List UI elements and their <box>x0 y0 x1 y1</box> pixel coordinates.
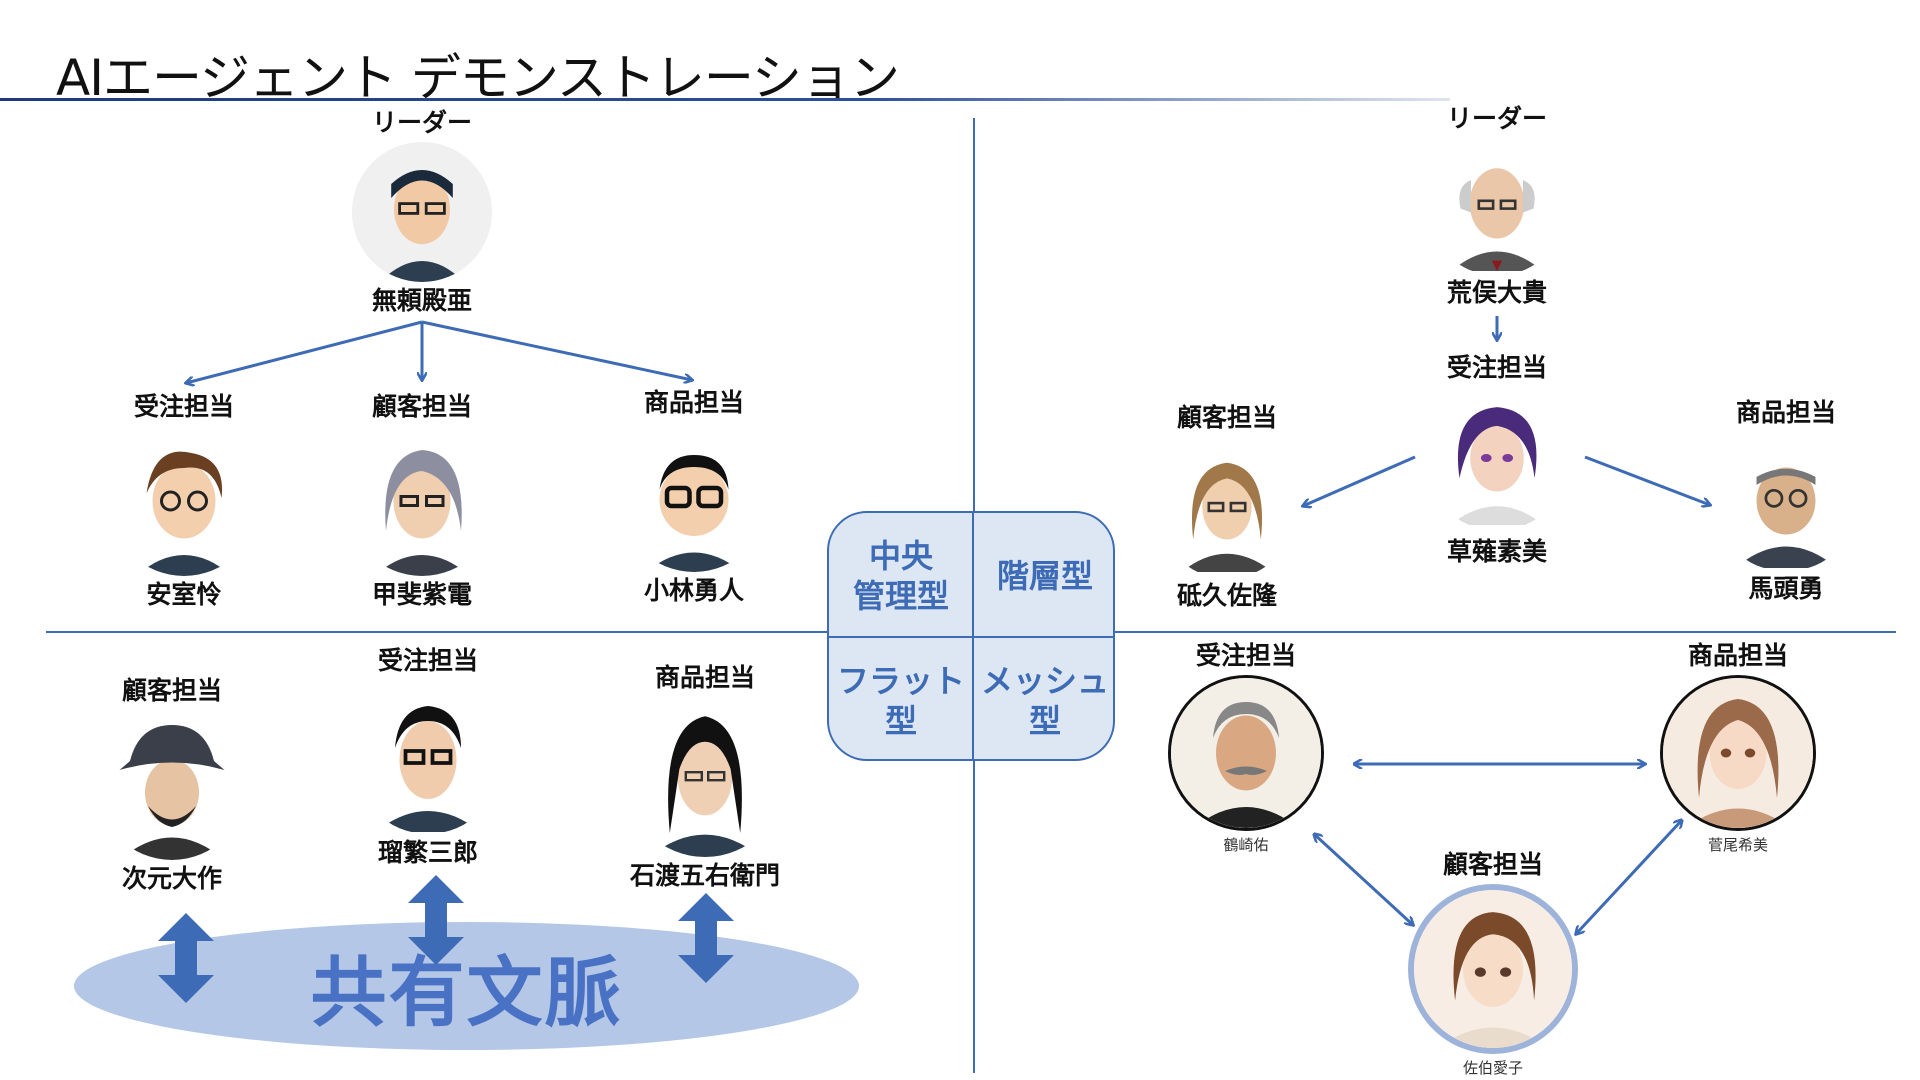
role-label: 商品担当 <box>654 663 755 692</box>
agent-name: 草薙素美 <box>1446 537 1547 566</box>
mesh-member-order: 受注担当 鶴崎佑 <box>1126 641 1366 855</box>
agent-name: 馬頭勇 <box>1748 574 1824 603</box>
avatar-flat-customer <box>97 710 247 860</box>
quad-flat: フラット 型 <box>836 661 965 740</box>
avatar-flat-product <box>625 697 785 857</box>
agent-name: 荒俣大貴 <box>1446 278 1547 307</box>
architecture-quadrant-label: 中央 管理型 階層型 フラット 型 メッシュ 型 <box>827 511 1115 761</box>
quad-divider-horizontal <box>829 636 1113 638</box>
flat-member-order: 受注担当 瑠繁三郎 <box>308 646 548 868</box>
quad-mesh: メッシュ 型 <box>980 661 1109 740</box>
arrow-leader-to-order <box>186 320 423 383</box>
avatar-leader <box>352 142 492 282</box>
avatar-hier-middle <box>1430 387 1564 529</box>
role-label: 顧客担当 <box>121 676 222 705</box>
role-label: 受注担当 <box>377 646 478 675</box>
flat-member-product: 商品担当 石渡五右衛門 <box>585 663 825 891</box>
agent-name: 砥久佐隆 <box>1176 581 1277 610</box>
quad-central: 中央 管理型 <box>852 536 949 615</box>
role-label: 商品担当 <box>1735 398 1836 427</box>
hier-left: 顧客担当 砥久佐隆 <box>1107 403 1347 611</box>
role-label: リーダー <box>1446 104 1547 133</box>
role-label: 受注担当 <box>1195 641 1296 670</box>
agent-name: 菅尾希美 <box>1707 836 1768 854</box>
title-underline <box>0 98 1450 101</box>
role-label: 受注担当 <box>133 392 234 421</box>
role-label: 商品担当 <box>643 388 744 417</box>
agent-name: 鶴崎佑 <box>1223 836 1269 854</box>
central-member-order: 受注担当 安室怜 <box>64 392 304 610</box>
agent-name: 石渡五右衛門 <box>629 861 780 890</box>
agent-name: 次元大作 <box>121 864 222 893</box>
central-member-product: 商品担当 小林勇人 <box>574 388 814 606</box>
agent-name: 小林勇人 <box>643 576 744 605</box>
avatar-product <box>619 422 769 572</box>
avatar-mesh-product <box>1660 675 1816 831</box>
hier-middle: 受注担当 草薙素美 <box>1377 353 1617 567</box>
arrow-leader-to-product <box>421 320 692 380</box>
role-label: リーダー <box>371 108 472 137</box>
agent-name: 無頼殿亜 <box>371 286 472 315</box>
agent-name: 佐伯愛子 <box>1462 1059 1523 1077</box>
agent-name: 瑠繁三郎 <box>377 838 478 867</box>
agent-name: 甲斐紫電 <box>371 580 472 609</box>
role-label: 顧客担当 <box>371 392 472 421</box>
avatar-mesh-order <box>1168 675 1324 831</box>
role-label: 顧客担当 <box>1176 403 1277 432</box>
avatar-customer <box>347 426 497 576</box>
agent-name: 安室怜 <box>146 580 222 609</box>
avatar-hier-right <box>1719 432 1853 570</box>
avatar-flat-order <box>353 680 503 834</box>
central-member-customer: 顧客担当 甲斐紫電 <box>302 392 542 610</box>
mesh-member-customer: 顧客担当 佐伯愛子 <box>1373 850 1613 1078</box>
mesh-member-product: 商品担当 菅尾希美 <box>1618 641 1858 855</box>
avatar-hier-leader <box>1432 138 1562 274</box>
shared-context-label: 共有文脈 <box>310 948 623 1037</box>
hier-right: 商品担当 馬頭勇 <box>1666 398 1906 604</box>
hier-leader: リーダー 荒俣大貴 <box>1377 104 1617 308</box>
role-label: 商品担当 <box>1687 641 1788 670</box>
role-label: 顧客担当 <box>1442 850 1543 879</box>
quad-hierarchical: 階層型 <box>996 556 1093 595</box>
avatar-order <box>109 426 259 576</box>
role-label: 受注担当 <box>1446 353 1547 382</box>
avatar-mesh-customer <box>1408 884 1578 1054</box>
flat-member-customer: 顧客担当 次元大作 <box>52 676 292 894</box>
page-title: AIエージェント デモンストレーション <box>56 49 900 107</box>
avatar-hier-left <box>1162 437 1292 577</box>
central-leader: リーダー 無頼殿亜 <box>302 108 542 316</box>
